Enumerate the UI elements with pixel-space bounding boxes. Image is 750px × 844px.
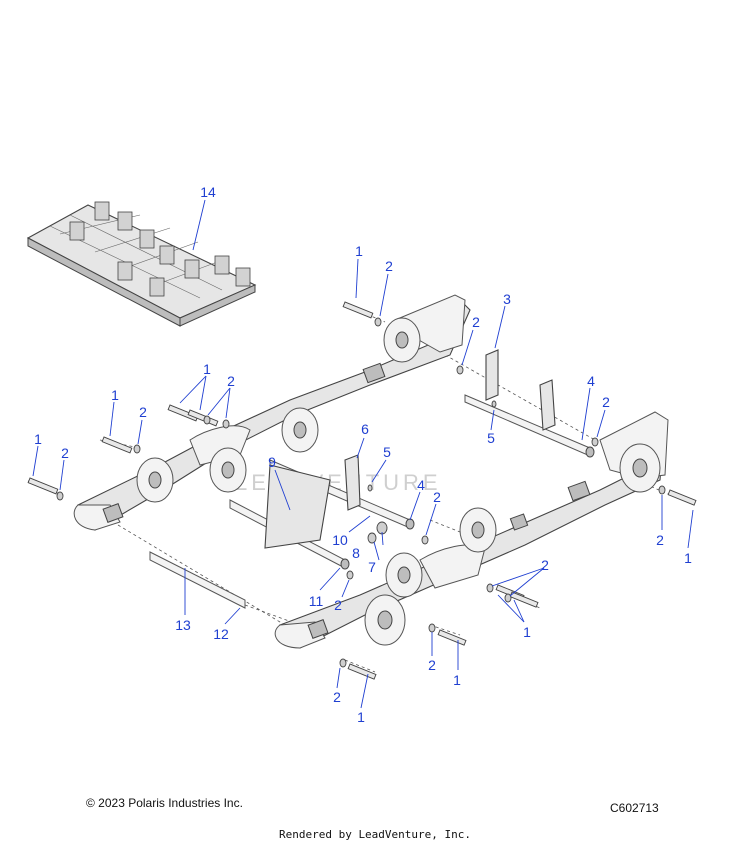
callout-2: 2 bbox=[385, 258, 393, 274]
rear-cross-shaft[interactable] bbox=[464, 349, 595, 458]
front-shafts-and-arm[interactable] bbox=[149, 454, 415, 609]
callout-5: 5 bbox=[487, 430, 495, 446]
callout-14: 14 bbox=[200, 184, 216, 200]
copyright-text: © 2023 Polaris Industries Inc. bbox=[86, 796, 243, 810]
callout-7: 7 bbox=[368, 559, 376, 575]
callout-12: 12 bbox=[213, 626, 229, 642]
callout-4: 4 bbox=[587, 373, 595, 389]
callout-2: 2 bbox=[602, 394, 610, 410]
callout-9: 9 bbox=[268, 454, 276, 470]
callout-2: 2 bbox=[472, 314, 480, 330]
callout-1: 1 bbox=[203, 361, 211, 377]
callout-1: 1 bbox=[523, 624, 531, 640]
callout-labels: 14 1 2 3 2 1 2 1 2 1 2 4 2 5 6 5 9 4 2 1… bbox=[34, 184, 692, 725]
callout-10: 10 bbox=[332, 532, 348, 548]
callout-6: 6 bbox=[361, 421, 369, 437]
track-mat-part-14[interactable] bbox=[26, 201, 257, 327]
callout-5: 5 bbox=[383, 444, 391, 460]
hardware-bolts-washers[interactable] bbox=[27, 301, 697, 680]
left-rail-wheels[interactable] bbox=[136, 317, 421, 503]
callout-2: 2 bbox=[333, 689, 341, 705]
callout-2: 2 bbox=[656, 532, 664, 548]
callout-leader-lines bbox=[32, 199, 694, 709]
callout-4: 4 bbox=[417, 477, 425, 493]
callout-2: 2 bbox=[428, 657, 436, 673]
callout-13: 13 bbox=[175, 617, 191, 633]
callout-1: 1 bbox=[355, 243, 363, 259]
callout-8: 8 bbox=[352, 545, 360, 561]
callout-2: 2 bbox=[227, 373, 235, 389]
callout-2: 2 bbox=[433, 489, 441, 505]
callout-1: 1 bbox=[357, 709, 365, 725]
diagram-code: C602713 bbox=[610, 801, 659, 815]
callout-1: 1 bbox=[684, 550, 692, 566]
callout-1: 1 bbox=[34, 431, 42, 447]
callout-1: 1 bbox=[111, 387, 119, 403]
callout-1: 1 bbox=[453, 672, 461, 688]
callout-2: 2 bbox=[139, 404, 147, 420]
callout-11: 11 bbox=[309, 593, 324, 609]
rendered-by-text: Rendered by LeadVenture, Inc. bbox=[278, 828, 472, 841]
callout-2: 2 bbox=[334, 597, 342, 613]
callout-3: 3 bbox=[503, 291, 511, 307]
right-rail-wheels[interactable] bbox=[364, 443, 661, 646]
callout-2: 2 bbox=[61, 445, 69, 461]
callout-2: 2 bbox=[541, 557, 549, 573]
